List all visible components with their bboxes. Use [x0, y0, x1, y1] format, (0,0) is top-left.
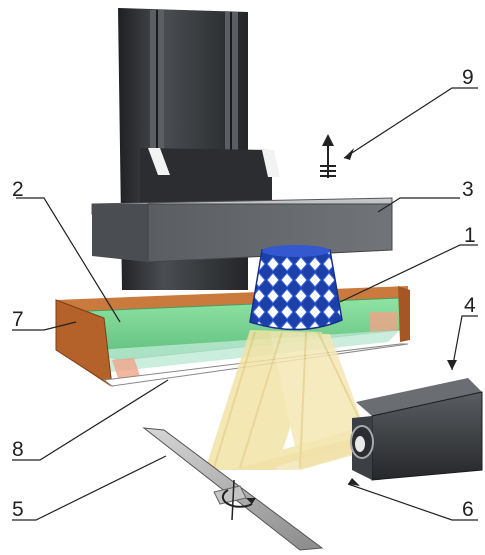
label-8: 8 — [12, 438, 24, 461]
leader-arrowheads — [344, 148, 457, 486]
projector — [350, 378, 483, 481]
build-platform — [91, 197, 393, 263]
printed-part — [249, 245, 343, 331]
label-3: 3 — [462, 178, 474, 201]
label-6: 6 — [462, 498, 474, 521]
galvo-mirror — [142, 427, 324, 551]
label-7: 7 — [12, 308, 24, 331]
label-1: 1 — [464, 224, 476, 247]
label-2: 2 — [12, 178, 24, 201]
label-9: 9 — [462, 66, 474, 89]
label-4: 4 — [464, 294, 476, 317]
leader-lines — [12, 87, 478, 521]
label-5: 5 — [12, 498, 24, 521]
z-motion-icon — [320, 134, 336, 178]
light-beams — [205, 330, 373, 470]
resin-vat — [55, 286, 410, 387]
